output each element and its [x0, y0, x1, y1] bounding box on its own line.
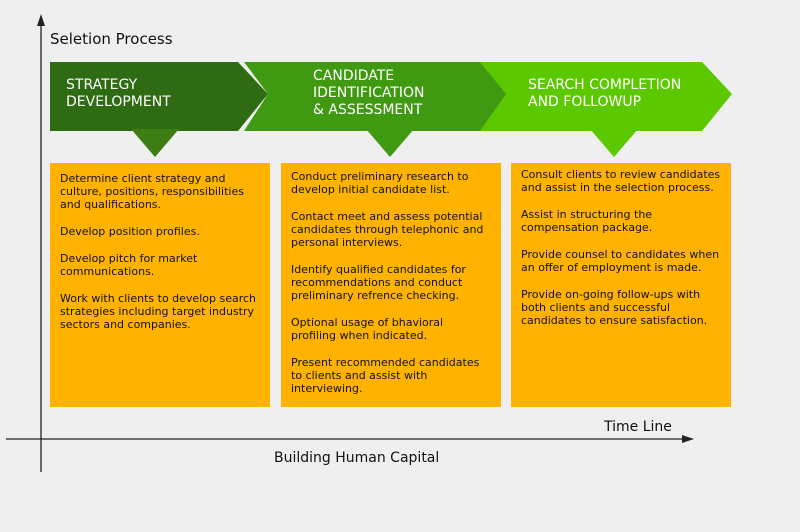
stage-3-title-line-2: AND FOLLOWUP [528, 94, 642, 110]
stage-2-pointer [366, 129, 414, 157]
stage-1-title-line-2: DEVELOPMENT [66, 94, 171, 110]
stage-2-item: Contact meet and assess potential candid… [291, 210, 484, 249]
stage-2-title: CANDIDATE IDENTIFICATION & ASSESSMENT [313, 68, 425, 119]
x-axis-label: Time Line [604, 419, 672, 435]
stage-1-item: Work with clients to develop search stra… [60, 292, 256, 331]
stage-3-title-line-1: SEARCH COMPLETION [528, 77, 682, 93]
stage-2-item: Present recommended candidates to client… [291, 356, 480, 395]
stage-3-item: Assist in structuring the compensation p… [521, 208, 653, 234]
stage-1-item: Develop position profiles. [60, 225, 200, 238]
stage-1-title: STRATEGY DEVELOPMENT [66, 77, 171, 111]
stage-2-item: Optional usage of bhavioral profiling wh… [291, 316, 444, 342]
stage-1-box: Determine client strategy and culture, p… [50, 163, 270, 407]
stage-2-box: Conduct preliminary research to develop … [281, 163, 501, 407]
x-axis-arrowhead [682, 435, 694, 443]
stage-2-title-line-3: & ASSESSMENT [313, 102, 423, 118]
stage-1-item: Determine client strategy and culture, p… [60, 172, 244, 211]
stage-3-title: SEARCH COMPLETION AND FOLLOWUP [528, 77, 681, 111]
stage-2-title-line-1: CANDIDATE [313, 68, 395, 84]
stage-2-item: Identify qualified candidates for recomm… [291, 263, 466, 302]
stage-1-title-line-1: STRATEGY [66, 77, 138, 93]
stage-3-box: Consult clients to review candidates and… [511, 163, 731, 407]
y-axis-arrowhead [37, 14, 45, 26]
stage-3-item: Consult clients to review candidates and… [521, 168, 721, 194]
diagram-caption: Building Human Capital [274, 450, 440, 466]
stage-2-title-line-2: IDENTIFICATION [313, 85, 425, 101]
stage-3-item: Provide counsel to candidates when an of… [521, 248, 720, 274]
stage-2-item: Conduct preliminary research to develop … [291, 170, 469, 196]
stage-1-pointer [131, 129, 179, 157]
stage-1-item: Develop pitch for market communications. [60, 252, 198, 278]
y-axis-label: Seletion Process [50, 30, 173, 48]
stage-3-pointer [590, 129, 638, 157]
stage-3-item: Provide on-going follow-ups with both cl… [521, 288, 708, 327]
